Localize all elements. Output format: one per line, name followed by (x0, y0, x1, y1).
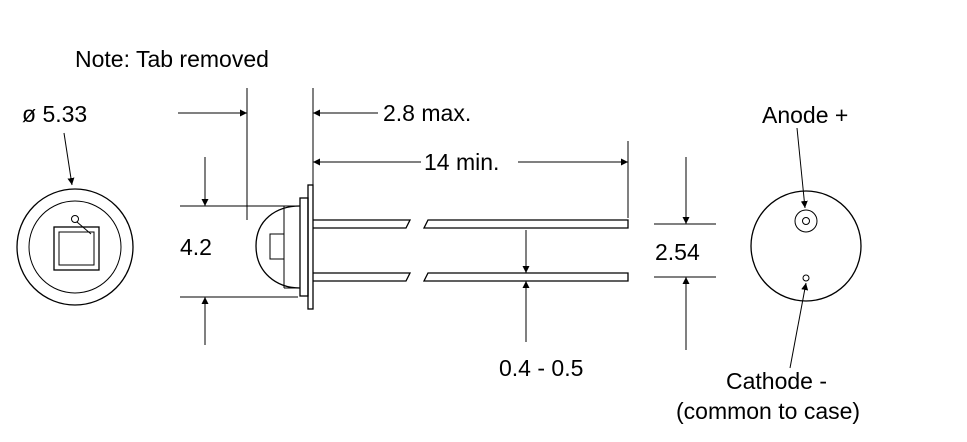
outer-case-circle (16, 188, 134, 306)
base-flange (307, 184, 314, 310)
diameter-label: ø 5.33 (22, 101, 87, 127)
bond-pad (71, 215, 79, 223)
tab-length-label: 2.8 max. (383, 100, 471, 126)
anode-label: Anode + (762, 102, 848, 128)
lead-top-left (313, 219, 412, 229)
cathode-leader (789, 282, 809, 369)
cathode-label: Cathode - (726, 368, 827, 394)
lead-diameter-label: 0.4 - 0.5 (499, 355, 583, 381)
diameter-leader (63, 132, 75, 186)
chip-outer (53, 226, 100, 271)
anode-pin-ring (794, 209, 818, 233)
can-body (299, 197, 309, 297)
note-label: Note: Tab removed (75, 46, 269, 72)
window-circle (28, 200, 122, 294)
anode-leader (796, 127, 808, 209)
lead-bottom-right (422, 272, 629, 282)
cathode-pin (802, 274, 810, 282)
chip-inner (58, 231, 95, 266)
die-profile (269, 233, 285, 260)
lead-top-right (422, 219, 629, 229)
lead-bottom-left (313, 272, 412, 282)
lead-spacing-label: 2.54 (655, 239, 700, 265)
front-view (16, 132, 134, 306)
height-label: 4.2 (180, 234, 212, 260)
anode-pin (802, 217, 810, 225)
bottom-case-circle (750, 190, 862, 302)
lead-length-label: 14 min. (424, 149, 499, 175)
bottom-view (750, 127, 862, 369)
lens-dome (255, 205, 301, 289)
cathode-note-label: (common to case) (676, 398, 860, 424)
bond-wire (76, 221, 92, 235)
side-view (178, 88, 716, 350)
